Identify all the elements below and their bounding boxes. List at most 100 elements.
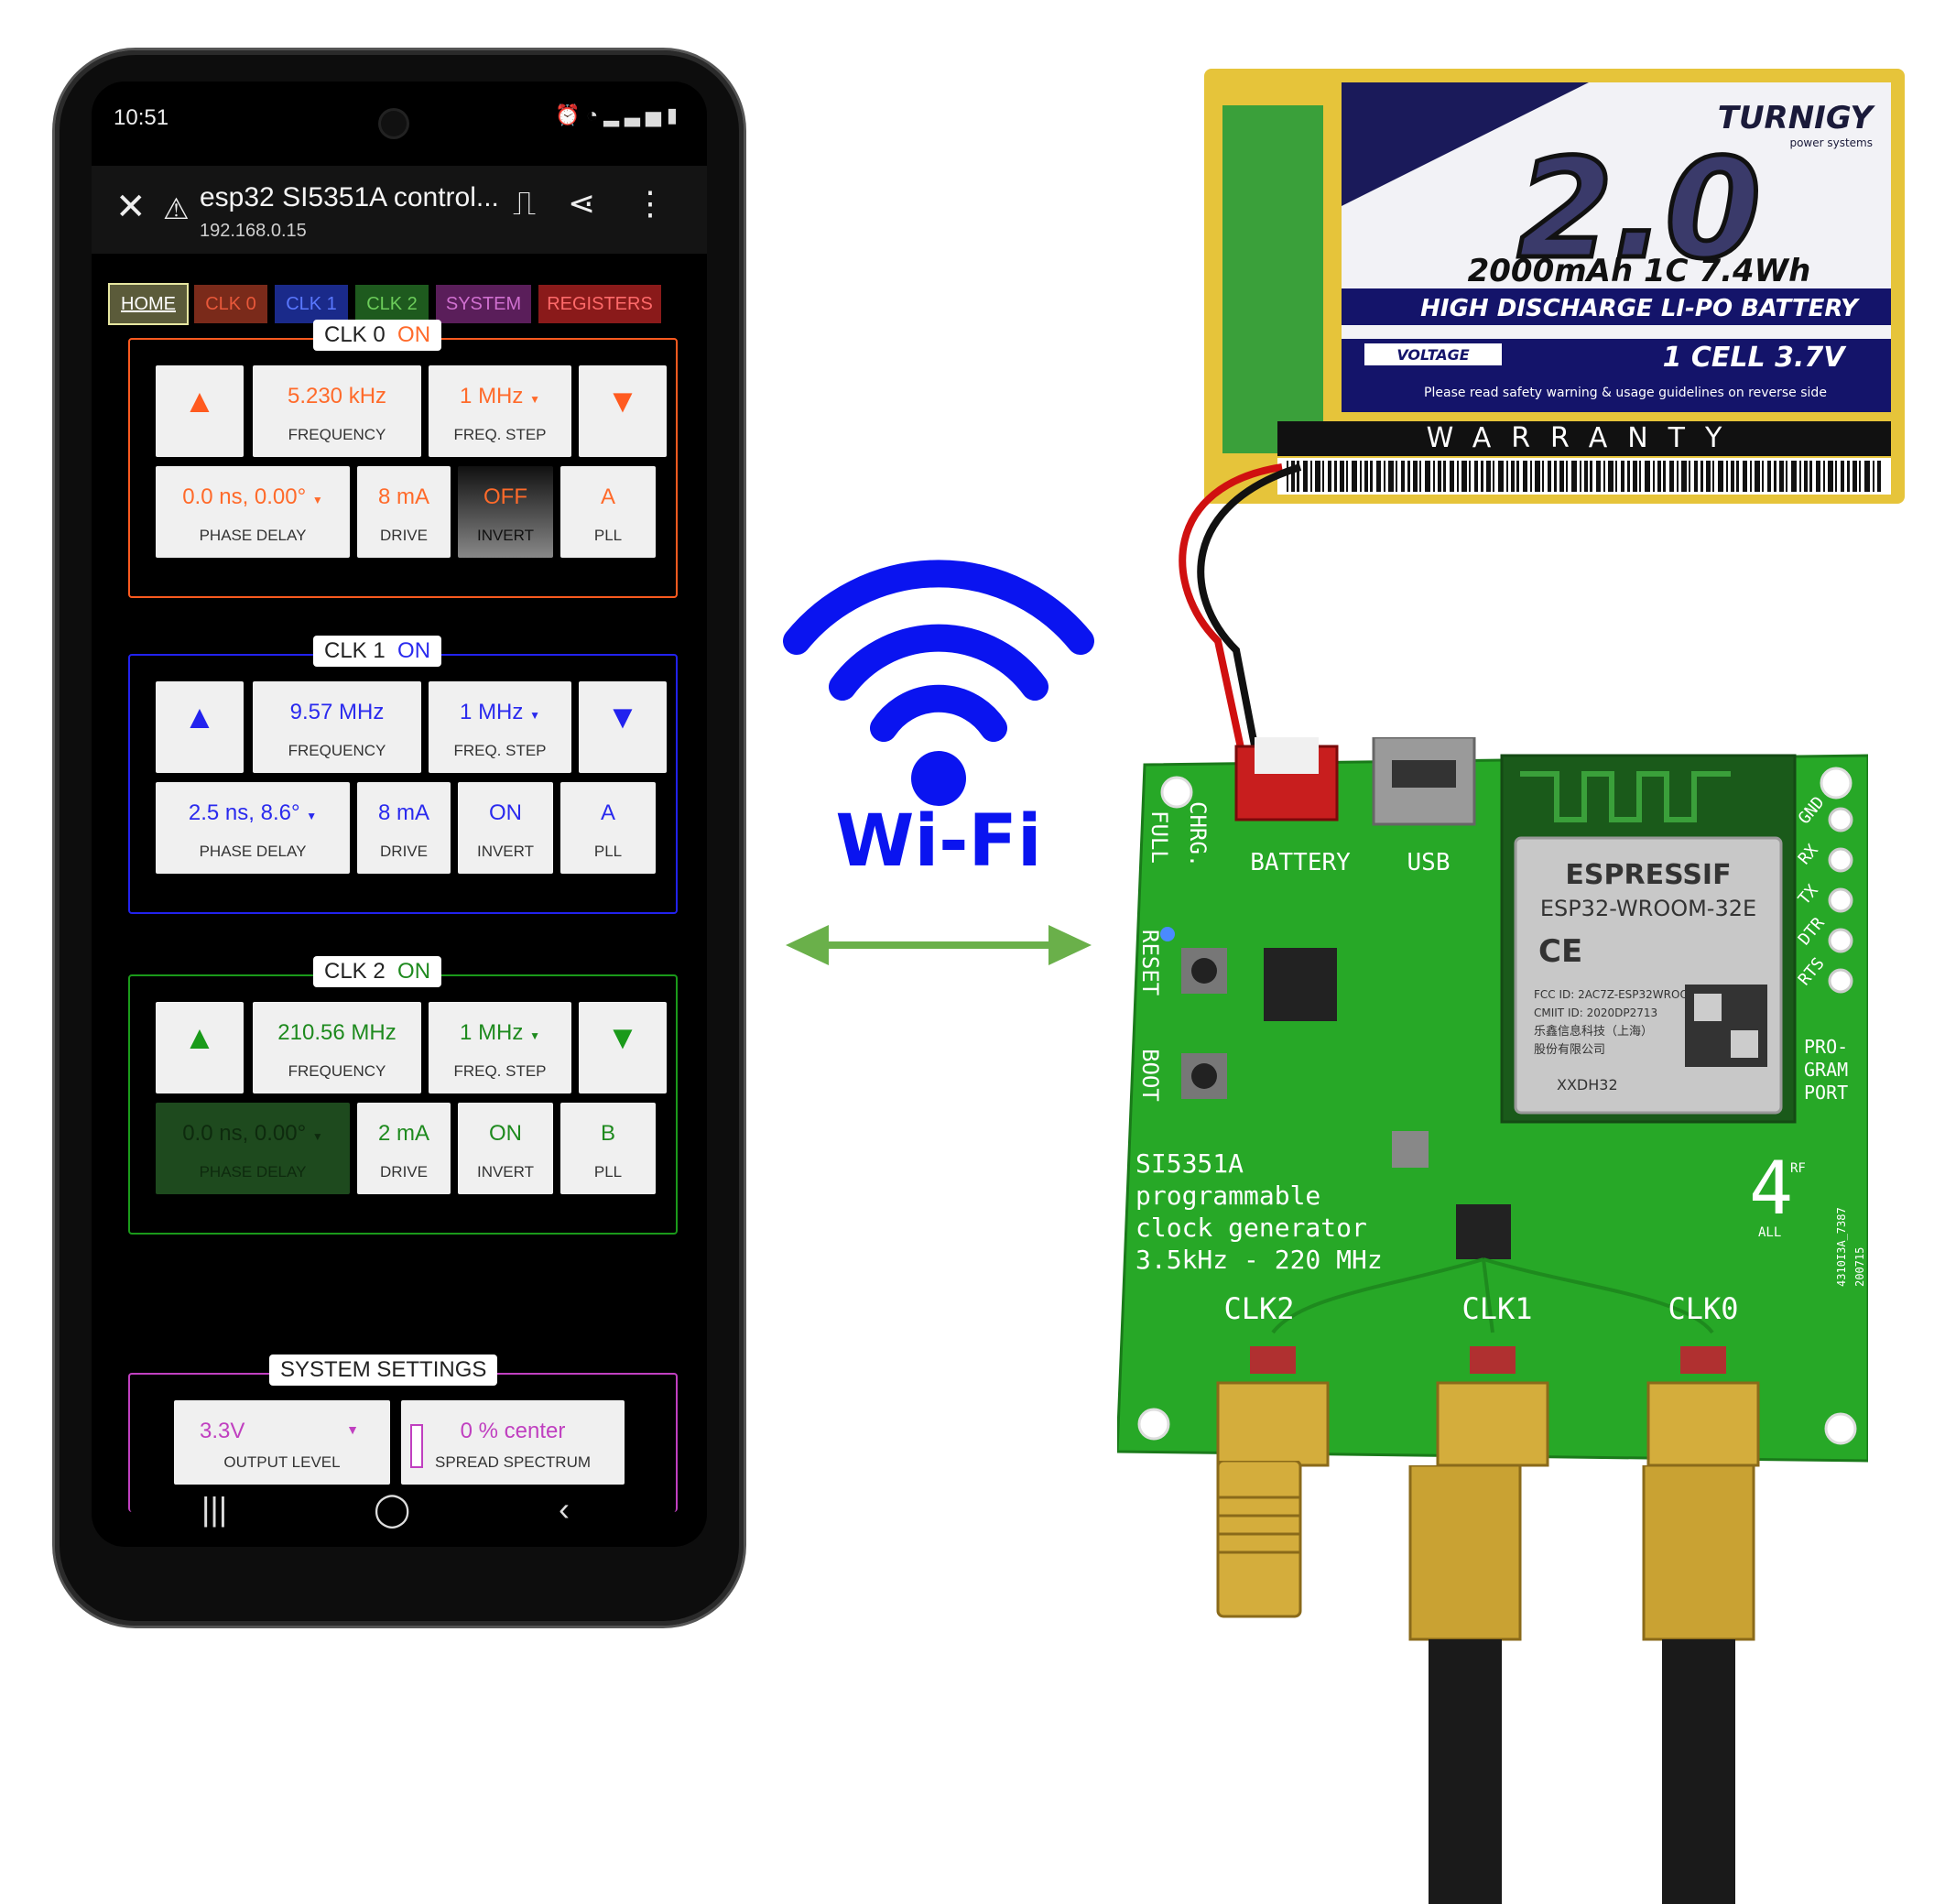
dropdown-arrow-icon: ▼ <box>529 709 540 722</box>
barcode-bar <box>1548 461 1551 492</box>
protection-pcb <box>1222 105 1323 453</box>
bookmark-icon[interactable]: ⎍ <box>513 184 537 222</box>
barcode-bar <box>1877 461 1881 492</box>
svg-text:3.5kHz - 220 MHz: 3.5kHz - 220 MHz <box>1135 1245 1383 1275</box>
home-icon[interactable]: ◯ <box>374 1490 411 1528</box>
barcode-bar <box>1608 461 1613 492</box>
barcode-bar <box>1804 461 1808 492</box>
svg-text:ALL: ALL <box>1758 1225 1781 1240</box>
clk1-phase-select[interactable]: 2.5 ns, 8.6° ▼PHASE DELAY <box>156 782 350 874</box>
clk1-step-select[interactable]: 1 MHz ▼FREQ. STEP <box>429 681 571 773</box>
more-menu-icon[interactable]: ⋮ <box>634 184 667 222</box>
barcode-bar <box>1419 461 1421 492</box>
barcode-bar <box>1469 461 1471 492</box>
sma-connector-clk0[interactable] <box>1646 1381 1760 1467</box>
barcode-bar <box>1328 461 1331 492</box>
clk1-state: ON <box>397 638 431 663</box>
svg-text:Please read safety warning & u: Please read safety warning & usage guide… <box>1424 386 1827 400</box>
spread-slider-icon[interactable] <box>410 1424 423 1468</box>
barcode-bar <box>1407 461 1410 492</box>
close-icon[interactable]: ✕ <box>115 187 147 227</box>
barcode-bar <box>1511 461 1515 492</box>
tab-registers[interactable]: REGISTERS <box>538 285 661 323</box>
svg-text:RESET: RESET <box>1137 930 1163 996</box>
tab-clk0[interactable]: CLK 0 <box>194 285 267 323</box>
tab-clk2[interactable]: CLK 2 <box>355 285 429 323</box>
output-level-select[interactable]: 3.3V ▼ OUTPUT LEVEL <box>174 1400 390 1485</box>
si5351a-pcb-board: BATTERY USB CHRG. FULL RESET BOOT ESPRES… <box>1117 737 1868 1467</box>
barcode-bar <box>1657 461 1661 492</box>
barcode-bar <box>1370 461 1373 492</box>
barcode-bar <box>1767 461 1771 492</box>
clk0-decrease-button[interactable]: ▼ <box>579 365 667 457</box>
clk1-decrease-button[interactable]: ▼ <box>579 681 667 773</box>
clk0-step-select[interactable]: 1 MHz ▼FREQ. STEP <box>429 365 571 457</box>
tab-system[interactable]: SYSTEM <box>436 285 531 323</box>
share-icon[interactable]: ⋖ <box>568 184 596 222</box>
pin-hole <box>1828 847 1853 873</box>
barcode-bar <box>1762 461 1764 492</box>
barcode-bar <box>1443 461 1446 492</box>
barcode-bar <box>1755 461 1760 492</box>
android-nav-bar: ||| ◯ ‹ <box>92 1483 707 1547</box>
sma-cable-nut <box>1408 1465 1522 1641</box>
dropdown-arrow-icon: ▼ <box>306 810 318 822</box>
smartphone: 10:51 ⏰◔▂▃▅▮ ✕ ⚠ esp32 SI5351A control..… <box>55 50 744 1626</box>
clk2-step-select[interactable]: 1 MHz ▼FREQ. STEP <box>429 1002 571 1093</box>
brand-name: TURNIGY <box>1718 100 1876 136</box>
barcode-bar <box>1559 461 1564 492</box>
regulator-chip <box>1264 948 1337 1021</box>
wifi-signal-icon: ◔ <box>585 103 604 126</box>
clk2-state: ON <box>397 959 431 984</box>
svg-text:USB: USB <box>1407 849 1450 876</box>
barcode-bar <box>1396 461 1397 492</box>
clk2-decrease-button[interactable]: ▼ <box>579 1002 667 1093</box>
mounting-hole <box>1820 767 1853 800</box>
barcode-bar <box>1669 461 1674 492</box>
clk2-phase-select[interactable]: 0.0 ns, 0.00° ▼PHASE DELAY <box>156 1103 350 1194</box>
wifi-label: Wi-Fi <box>835 800 1041 883</box>
clk2-increase-button[interactable]: ▲ <box>156 1002 244 1093</box>
svg-text:WARRANTY: WARRANTY <box>1427 422 1743 454</box>
sma-connector-clk1[interactable] <box>1436 1381 1549 1467</box>
dropdown-arrow-icon: ▼ <box>529 1029 540 1042</box>
svg-text:CE: CE <box>1538 933 1582 970</box>
svg-text:FULL: FULL <box>1146 811 1172 864</box>
tab-home[interactable]: HOME <box>108 283 189 325</box>
recent-apps-icon[interactable]: ||| <box>201 1490 228 1528</box>
sma-connector-clk2[interactable] <box>1216 1381 1330 1467</box>
clk0-output-label: CLK0 <box>1668 1291 1738 1326</box>
warranty-strip <box>1277 421 1891 456</box>
svg-text:PORT: PORT <box>1804 1082 1848 1104</box>
mounting-hole <box>1160 776 1193 809</box>
clk0-phase-select[interactable]: 0.0 ns, 0.00° ▼PHASE DELAY <box>156 466 350 558</box>
tab-clk1[interactable]: CLK 1 <box>275 285 348 323</box>
clk0-increase-button[interactable]: ▲ <box>156 365 244 457</box>
back-icon[interactable]: ‹ <box>559 1490 570 1528</box>
svg-text:1 CELL 3.7V: 1 CELL 3.7V <box>1663 342 1848 374</box>
nav-tabs: HOME CLK 0 CLK 1 CLK 2 SYSTEM REGISTERS <box>92 283 707 325</box>
barcode-bar <box>1486 461 1491 492</box>
spread-spectrum-input[interactable]: 0 % center SPREAD SPECTRUM <box>401 1400 625 1485</box>
wifi-symbol: Wi-Fi <box>778 549 1099 989</box>
triangle-down-icon: ▼ <box>606 382 639 419</box>
warning-icon[interactable]: ⚠ <box>163 192 190 225</box>
coax-cables <box>1408 1465 1755 1904</box>
clk1-increase-button[interactable]: ▲ <box>156 681 244 773</box>
barcode-bar <box>1590 461 1592 492</box>
barcode-bar <box>1493 461 1494 492</box>
barcode-bar <box>1566 461 1568 492</box>
